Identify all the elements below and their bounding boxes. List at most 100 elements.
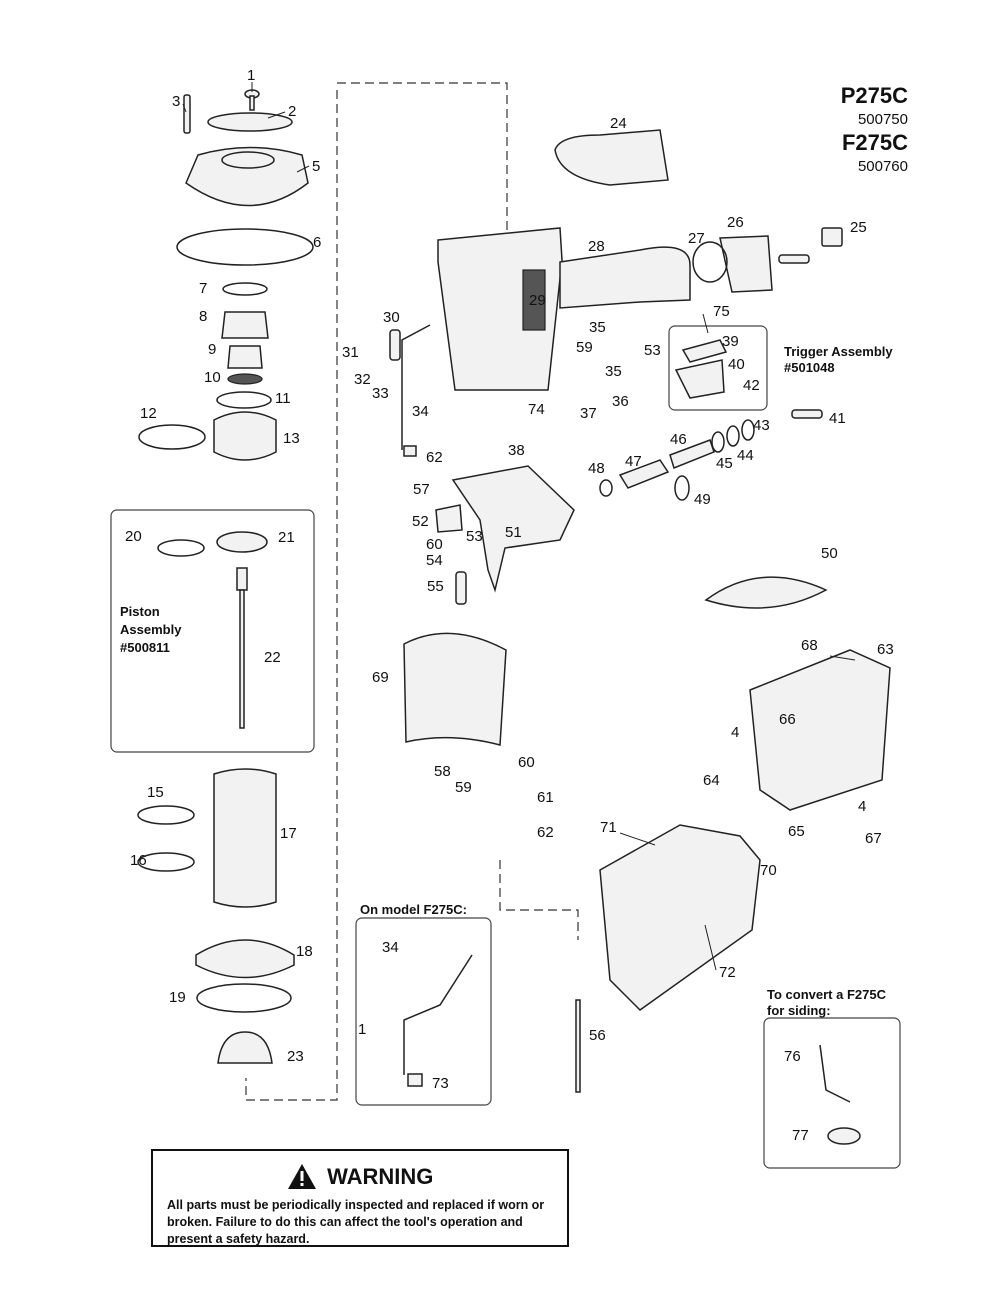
part-oring-27 xyxy=(692,241,728,283)
part-washer-44 xyxy=(726,425,740,447)
piston-assembly-label-3: #500811 xyxy=(120,640,170,655)
siding-label-1: To convert a F275C xyxy=(767,987,887,1002)
part-spring-9 xyxy=(227,345,263,369)
callout-49: 49 xyxy=(694,491,711,508)
assembly-guide-lines xyxy=(245,82,579,1101)
callout-58: 58 xyxy=(434,763,451,780)
callout-65: 65 xyxy=(788,823,805,840)
callout-42: 42 xyxy=(743,377,760,394)
callout-16: 16 xyxy=(130,852,147,869)
callout-35a: 35 xyxy=(589,319,606,336)
part-screw-1-shank xyxy=(249,95,255,111)
trigger-assembly-label-1: Trigger Assembly xyxy=(784,344,893,359)
callout-29: 29 xyxy=(529,292,546,309)
part-valve-stem-47 xyxy=(618,459,670,489)
model-f275c-name: F275C xyxy=(842,130,908,155)
part-driver-blade-22 xyxy=(239,589,245,729)
siding-label-2: for siding: xyxy=(767,1003,831,1018)
callout-62b: 62 xyxy=(537,824,554,841)
part-pin-41 xyxy=(791,409,823,419)
part-disk-50 xyxy=(704,576,828,609)
callout-37: 37 xyxy=(580,405,597,422)
part-latch-52 xyxy=(435,504,463,533)
callout-19: 19 xyxy=(169,989,186,1006)
f275c-frame xyxy=(355,917,492,1106)
part-door-70 xyxy=(599,824,761,1011)
dashed-guide-bottom xyxy=(499,860,579,940)
callout-72: 72 xyxy=(719,964,736,981)
part-handle-28 xyxy=(559,246,691,309)
callout-24: 24 xyxy=(610,115,627,132)
warning-box: WARNING All parts must be periodically i… xyxy=(151,1149,569,1247)
part-housing-28 xyxy=(437,227,563,391)
leader-75 xyxy=(702,313,709,334)
cylinder-cap-stack xyxy=(138,89,314,461)
part-piston-21 xyxy=(216,531,268,553)
part-pin-14 xyxy=(778,254,810,264)
part-gasket-6 xyxy=(176,228,314,266)
callout-40: 40 xyxy=(728,356,745,373)
callout-2: 2 xyxy=(288,103,296,120)
callout-8: 8 xyxy=(199,308,207,325)
leader-lines xyxy=(182,82,856,971)
callout-3: 3 xyxy=(172,93,180,110)
part-cap-77 xyxy=(827,1127,861,1145)
warning-heading: WARNING xyxy=(153,1163,567,1191)
callout-44: 44 xyxy=(737,447,754,464)
part-canister-66 xyxy=(749,649,891,811)
callout-25: 25 xyxy=(850,219,867,236)
part-plug-25 xyxy=(821,227,843,247)
part-trigger-40 xyxy=(674,359,725,399)
callout-43: 43 xyxy=(753,417,770,434)
f275c-box-title: On model F275C: xyxy=(360,902,467,917)
callout-27: 27 xyxy=(688,230,705,247)
callout-59a: 59 xyxy=(455,779,472,796)
part-cap-boss xyxy=(221,151,275,169)
part-bumper-18 xyxy=(195,939,295,979)
callout-22: 22 xyxy=(264,649,281,666)
callout-77: 77 xyxy=(792,1127,809,1144)
part-contact-foot-34 xyxy=(403,445,417,457)
callout-10: 10 xyxy=(204,369,221,386)
callout-64: 64 xyxy=(703,772,720,789)
siding-box: To convert a F275C for siding: xyxy=(763,987,901,1169)
part-wire-34 xyxy=(401,324,431,450)
part-ring-10 xyxy=(227,373,263,385)
part-clip-43 xyxy=(741,419,755,441)
part-bolt-3 xyxy=(183,94,191,134)
callout-20: 20 xyxy=(125,528,142,545)
callout-48: 48 xyxy=(588,460,605,477)
callout-54: 54 xyxy=(426,552,443,569)
callout-13: 13 xyxy=(283,430,300,447)
part-oring-20 xyxy=(157,539,205,557)
callout-50: 50 xyxy=(821,545,838,562)
callout-46: 46 xyxy=(670,431,687,448)
callout-21: 21 xyxy=(278,529,295,546)
callout-67: 67 xyxy=(865,830,882,847)
callout-41: 41 xyxy=(829,410,846,427)
callout-12: 12 xyxy=(140,405,157,422)
piston-assembly-label-2: Assembly xyxy=(120,622,182,637)
part-valve-8 xyxy=(221,311,269,339)
warning-text: All parts must be periodically inspected… xyxy=(167,1198,545,1246)
part-oring-48 xyxy=(599,479,613,497)
callout-32: 32 xyxy=(354,371,371,388)
part-guard-69 xyxy=(403,632,507,746)
callout-57: 57 xyxy=(413,481,430,498)
cylinder-lower-stack xyxy=(137,768,295,1064)
part-spring-30 xyxy=(389,329,401,361)
callout-31: 31 xyxy=(342,344,359,361)
nose-assembly xyxy=(389,324,575,746)
leader-5 xyxy=(296,165,310,173)
siding-frame xyxy=(763,1017,901,1169)
warning-triangle-icon xyxy=(287,1164,316,1189)
callout-7: 7 xyxy=(199,280,207,297)
part-nose-51 xyxy=(451,465,575,593)
callout-23: 23 xyxy=(287,1048,304,1065)
callout-11: 11 xyxy=(275,390,291,407)
trigger-valve-parts xyxy=(599,409,828,609)
part-washer-45 xyxy=(711,431,725,453)
part-grip-29 xyxy=(522,269,546,331)
callout-28: 28 xyxy=(588,238,605,255)
